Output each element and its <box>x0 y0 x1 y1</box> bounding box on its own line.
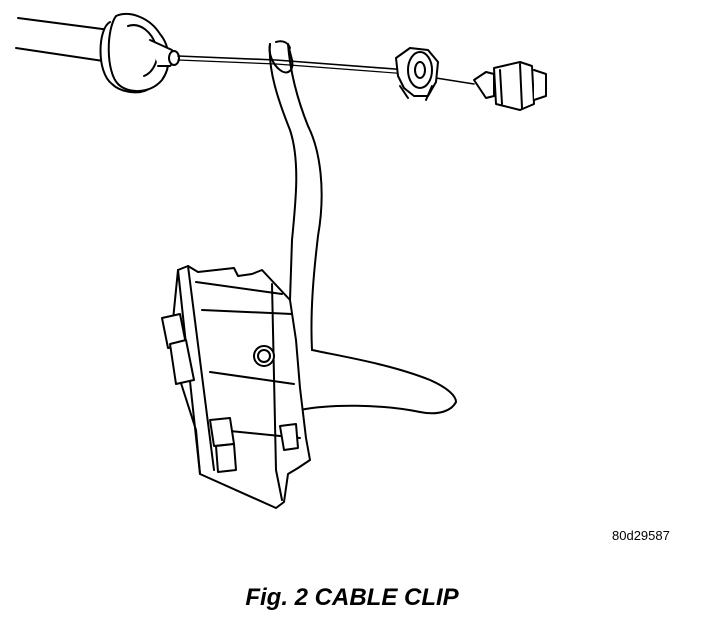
cable-housing <box>15 13 180 94</box>
figure-reference-code: 80d29587 <box>612 528 670 543</box>
pedal-arm <box>268 43 457 415</box>
cable-end-fitting <box>473 61 547 111</box>
pedal-assembly <box>161 265 311 509</box>
cable-retainer <box>395 47 439 101</box>
cable-wire <box>177 55 475 85</box>
figure-caption: Fig. 2 CABLE CLIP <box>245 584 459 611</box>
